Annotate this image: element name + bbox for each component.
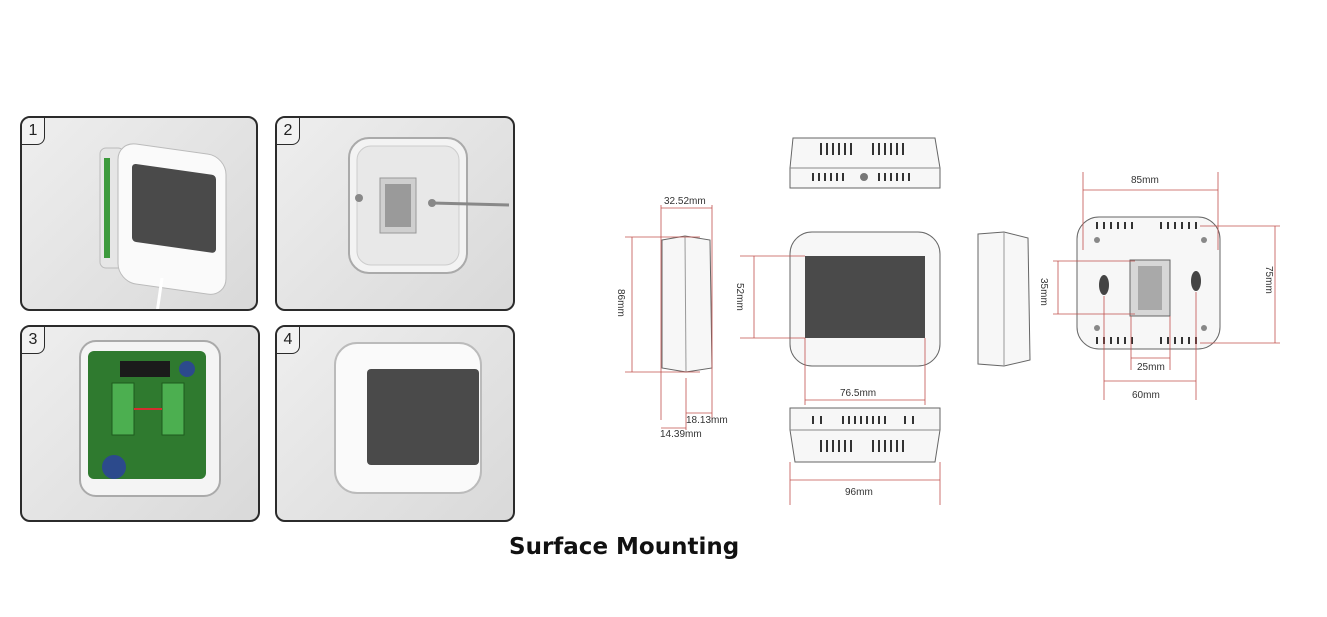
device-angled-illustration (99, 143, 227, 309)
screen-height-label: 52mm (734, 283, 745, 311)
step-1-panel: 1 (20, 116, 258, 311)
top-view (789, 137, 941, 189)
back-width-top-label: 85mm (1131, 175, 1159, 186)
step-number: 4 (277, 327, 300, 354)
side-depth-total-label: 14.39mm (660, 429, 702, 440)
step-3-panel: 3 (20, 325, 260, 522)
back-height-label: 75mm (1263, 266, 1274, 294)
backplate-illustration (348, 137, 510, 274)
wiring-pcb-illustration (79, 340, 221, 497)
back-view: 85mm 75mm 35mm 25mm 60mm (1038, 172, 1280, 401)
front-view: 52mm 76.5mm (734, 231, 941, 405)
back-center-width-label: 25mm (1137, 362, 1165, 373)
side-view-left: 32.52mm 86mm 18.13mm 14.39mm (615, 196, 728, 440)
side-height-label: 86mm (615, 289, 626, 317)
overall-width-label: 96mm (845, 487, 873, 498)
screen-width-label: 76.5mm (840, 388, 876, 399)
caption: Surface Mounting (509, 534, 740, 560)
bottom-view: 96mm (789, 407, 941, 505)
back-hole-spacing-v-label: 35mm (1038, 278, 1049, 306)
step-4-panel: 4 (275, 325, 515, 522)
back-hole-spacing-h-label: 60mm (1132, 390, 1160, 401)
mounted-device-illustration (334, 342, 482, 494)
step-number: 3 (22, 327, 45, 354)
step-2-panel: 2 (275, 116, 515, 311)
step-number: 2 (277, 118, 300, 145)
side-depth-bottom-label: 18.13mm (686, 415, 728, 426)
side-depth-top-label: 32.52mm (664, 196, 706, 207)
side-view-right (977, 231, 1031, 367)
step-number: 1 (22, 118, 45, 145)
